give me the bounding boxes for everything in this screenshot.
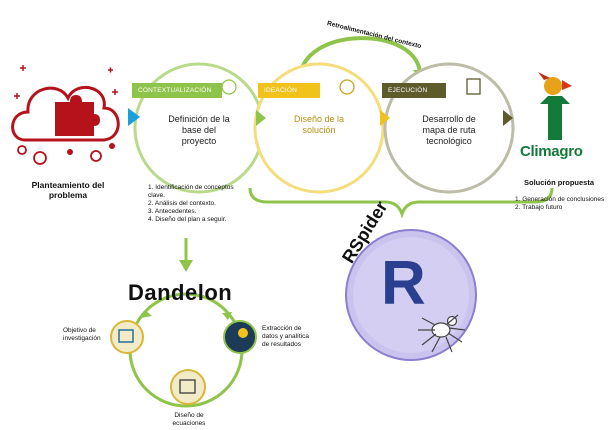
node-equations-circle (170, 369, 206, 405)
node-extraction-line1: Extracción de (262, 325, 302, 332)
problem-dot-3 (67, 149, 73, 155)
problem-dot-2 (33, 151, 47, 165)
stage-label-exec-line2: mapa de ruta (422, 125, 476, 135)
idea-bulb-icon (339, 79, 355, 95)
stage-tag-context: CONTEXTUALIZACIÓN (132, 83, 222, 98)
problem-label-line1: Planteamiento del (31, 180, 105, 190)
context-step: 3. Antecedentes. (148, 208, 197, 215)
node-equations-line2: ecuaciones (172, 420, 206, 427)
problem-label-line2: problema (48, 190, 88, 200)
stage-label-exec-line1: Desarrollo de (422, 114, 476, 124)
arrow-idea-exec (380, 110, 390, 126)
dandelion-title: Dandelon (128, 280, 233, 305)
context-step: 4. Diseño del plan a seguir. (148, 216, 227, 223)
problem-dot-5 (109, 143, 115, 149)
stage-label-idea-line2: solución (302, 125, 336, 135)
stage-label-context-line1: Definición de la (168, 114, 230, 124)
problem-dot-1 (17, 145, 27, 155)
feedback-arrow (298, 36, 422, 81)
stage-label-exec-line3: tecnológico (426, 136, 472, 146)
context-steps-list: 1. Identificación de conceptos clave. 2.… (148, 184, 234, 224)
stage-label-context-line3: proyecto (181, 136, 217, 146)
node-extraction-label: Extracción de datos y analítica de resul… (262, 325, 328, 349)
context-step: clave. (148, 192, 165, 199)
cycle-arrow-2 (222, 312, 232, 320)
entry-arrow (128, 108, 140, 126)
stage-label-exec: Desarrollo de mapa de ruta tecnológico (397, 114, 501, 147)
brace (248, 187, 554, 219)
problem-cloud-icon (11, 86, 120, 142)
solution-item: 2. Trabajo futuro (515, 204, 563, 211)
node-extraction-bulb (238, 328, 248, 338)
stage-label-idea: Diseño de la solución (276, 114, 362, 136)
solution-list: 1. Generación de conclusiones 2. Trabajo… (515, 196, 604, 212)
stage-label-context-line2: base del (181, 125, 217, 135)
arrow-context-idea (256, 110, 266, 126)
climagro-logo-icon (538, 72, 572, 140)
stage-label-idea-line1: Diseño de la (293, 114, 345, 124)
stage-tag-idea: IDEACIÓN (258, 83, 320, 98)
context-person-icon (221, 79, 237, 95)
node-extraction-line2: datos y analítica (262, 333, 309, 340)
solution-title: Solución propuesta (524, 178, 595, 187)
node-objective-circle (110, 320, 144, 354)
node-equations-label: Diseño de ecuaciones (164, 412, 214, 428)
climagro-brand: Climagro (520, 143, 583, 160)
puzzle-icon (55, 95, 100, 136)
problem-plus-1 (14, 65, 118, 99)
stage-label-context: Definición de la base del proyecto (149, 114, 249, 147)
problem-dot-4 (90, 150, 102, 162)
solution-item: 1. Generación de conclusiones (515, 196, 605, 203)
problem-label: Planteamiento del problema (22, 180, 114, 200)
spider-legs (418, 314, 466, 353)
context-step: 1. Identificación de conceptos (148, 184, 234, 191)
arrow-exec-solution (503, 110, 513, 126)
stage-tag-exec: EJECUCIÓN (382, 83, 446, 98)
down-arrow-head (179, 260, 193, 272)
node-equations-line1: Diseño de (174, 412, 204, 419)
node-extraction-line3: de resultados (262, 341, 302, 348)
cycle-arrow-1 (141, 310, 152, 318)
rspider-letter: R (381, 249, 426, 318)
exec-gear-doc-icon (466, 78, 481, 95)
node-equations-icon (179, 379, 196, 394)
node-objective-label: Objetivo de investigación (63, 327, 111, 343)
node-objective-icon (118, 329, 134, 343)
node-objective-line1: Objetivo de (63, 327, 96, 334)
node-objective-line2: investigación (63, 335, 101, 342)
context-step: 2. Análisis del contexto. (148, 200, 216, 207)
